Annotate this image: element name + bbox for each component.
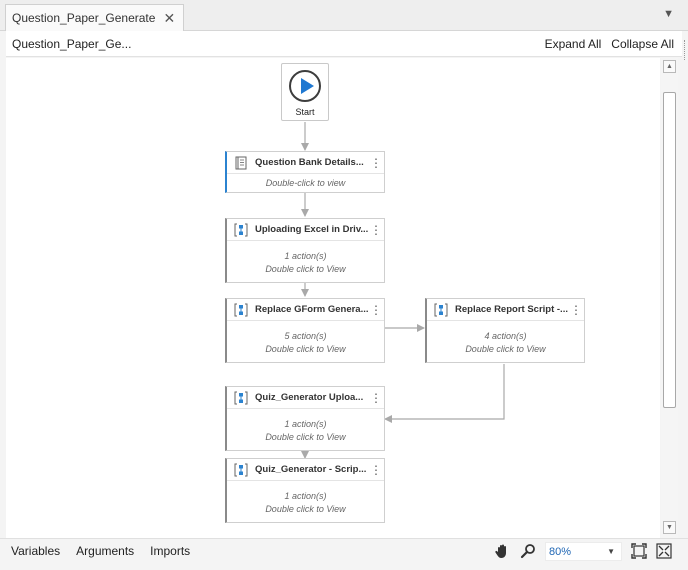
panel-edge-handle[interactable] (684, 40, 688, 60)
sequence-icon (234, 391, 248, 404)
activity-quiz-generator-upload[interactable]: Quiz_Generator Uploa... ⋮ 1 action(s) Do… (225, 386, 385, 451)
activity-title: Question Bank Details... (255, 157, 364, 168)
connectors-layer (301, 122, 505, 459)
more-options-icon[interactable]: ⋮ (570, 302, 582, 317)
activity-replace-report-script[interactable]: Replace Report Script -... ⋮ 4 action(s)… (425, 298, 585, 363)
zoom-level-value: 80% (549, 545, 572, 558)
breadcrumb[interactable]: Question_Paper_Ge... (12, 36, 132, 51)
scroll-up-icon[interactable]: ▲ (663, 60, 676, 73)
zoom-level-select[interactable]: 80% ▼ (545, 542, 622, 561)
document-tab-bar: Question_Paper_Generate ✕ ▼ (0, 0, 688, 31)
activity-action-count: 1 action(s) (284, 251, 327, 261)
connector-4-to-5 (384, 364, 505, 423)
more-options-icon[interactable]: ⋮ (370, 155, 382, 170)
activity-uploading-excel[interactable]: Uploading Excel in Driv... ⋮ 1 action(s)… (225, 218, 385, 283)
activity-hint: Double click to View (265, 504, 346, 514)
chevron-down-icon: ▼ (607, 547, 615, 556)
activity-action-count: 4 action(s) (484, 331, 527, 341)
tab-question-paper-generate[interactable]: Question_Paper_Generate ✕ (5, 4, 185, 31)
more-options-icon[interactable]: ⋮ (370, 302, 382, 317)
activity-action-count: 1 action(s) (284, 419, 327, 429)
activity-title: Replace Report Script -... (455, 304, 568, 315)
activity-hint: Double click to View (265, 264, 346, 274)
activity-title: Quiz_Generator - Scrip... (255, 464, 367, 475)
activity-title: Uploading Excel in Driv... (255, 224, 369, 235)
scroll-down-icon[interactable]: ▼ (663, 521, 676, 534)
activity-action-count: 1 action(s) (284, 491, 327, 501)
activity-title: Replace GForm Genera... (255, 304, 369, 315)
activity-question-bank-details[interactable]: Question Bank Details... ⋮ Double-click … (225, 151, 385, 193)
activity-hint: Double click to View (465, 344, 546, 354)
more-options-icon[interactable]: ⋮ (370, 462, 382, 477)
document-icon (235, 156, 247, 169)
fit-to-screen-icon[interactable] (631, 543, 647, 559)
close-icon[interactable]: ✕ (163, 10, 176, 26)
play-icon (289, 70, 321, 102)
start-label: Start (295, 107, 315, 117)
start-node[interactable]: Start (281, 63, 329, 121)
designer-header: Question_Paper_Ge... Expand All Collapse… (6, 31, 682, 57)
sequence-icon (234, 303, 248, 316)
tab-title: Question_Paper_Generate (12, 11, 156, 25)
arguments-tab[interactable]: Arguments (76, 544, 135, 558)
workflow-canvas[interactable]: Start Question Bank Details... ⋮ Double-… (6, 58, 660, 538)
sequence-icon (234, 463, 248, 476)
zoom-search-icon[interactable] (520, 543, 536, 559)
sequence-icon (434, 303, 448, 316)
overview-icon[interactable] (656, 543, 672, 559)
activity-hint: Double-click to view (265, 178, 346, 188)
expand-all-button[interactable]: Expand All (544, 36, 602, 51)
more-options-icon[interactable]: ⋮ (370, 390, 382, 405)
designer-bottom-bar: Variables Arguments Imports 80% ▼ (0, 538, 688, 570)
hand-pan-icon[interactable] (494, 543, 510, 559)
activity-quiz-generator-script[interactable]: Quiz_Generator - Scrip... ⋮ 1 action(s) … (225, 458, 385, 523)
sequence-icon (234, 223, 248, 236)
activity-hint: Double click to View (265, 432, 346, 442)
more-options-icon[interactable]: ⋮ (370, 222, 382, 237)
scrollbar-thumb[interactable] (663, 92, 676, 408)
variables-tab[interactable]: Variables (11, 544, 61, 558)
activity-action-count: 5 action(s) (284, 331, 327, 341)
activity-hint: Double click to View (265, 344, 346, 354)
activity-title: Quiz_Generator Uploa... (255, 392, 364, 403)
vertical-scrollbar[interactable]: ▲ ▼ (661, 58, 678, 538)
chevron-down-icon[interactable]: ▼ (663, 8, 674, 20)
imports-tab[interactable]: Imports (150, 544, 191, 558)
activity-replace-gform-generator[interactable]: Replace GForm Genera... ⋮ 5 action(s) Do… (225, 298, 385, 363)
collapse-all-button[interactable]: Collapse All (611, 36, 674, 51)
